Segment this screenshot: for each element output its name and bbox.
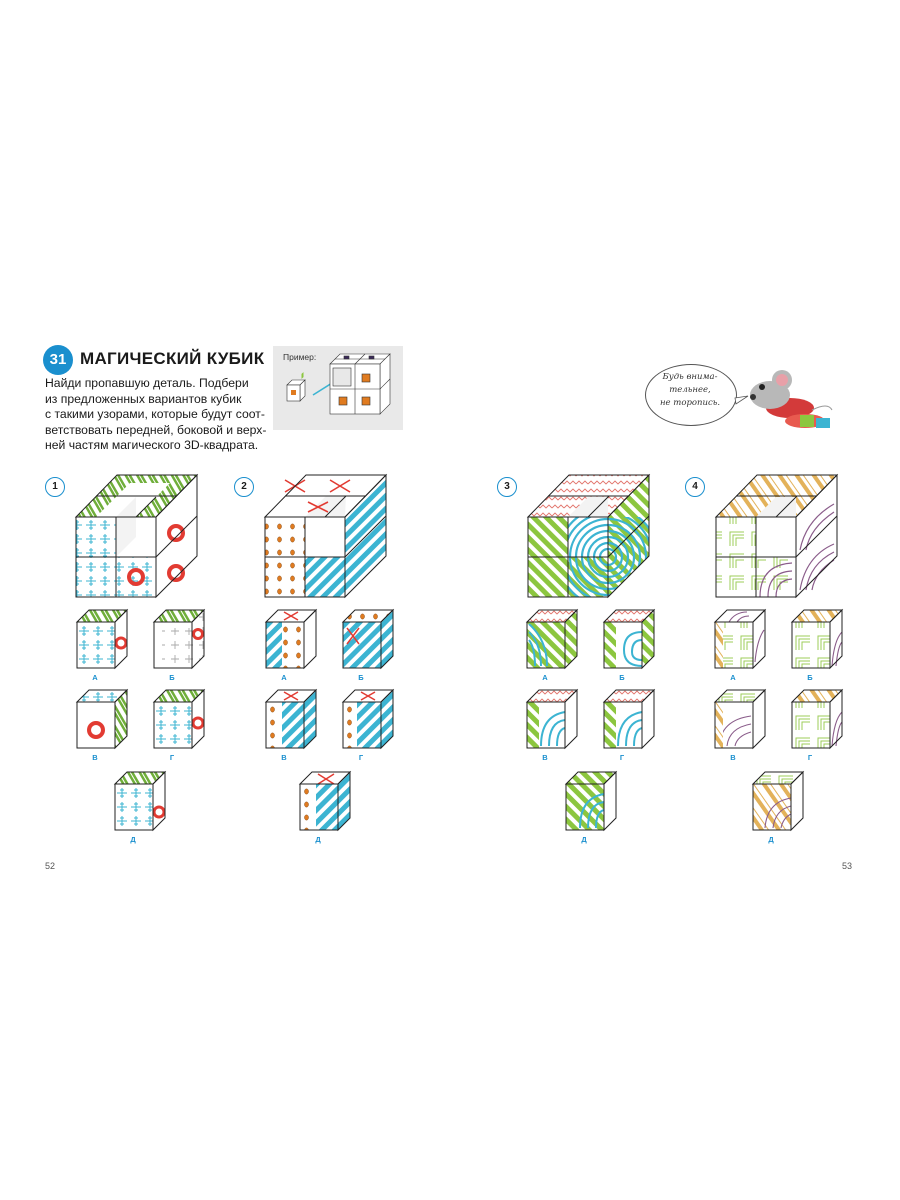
mouse-illustration bbox=[734, 370, 833, 428]
speech-line: тельнее, bbox=[669, 385, 711, 395]
instruction-line: с такими узорами, которые будут соот- bbox=[45, 407, 265, 421]
puzzle-2-main-cube bbox=[263, 473, 388, 599]
option-label: Б bbox=[169, 673, 175, 682]
example-label: Пример: bbox=[283, 352, 317, 362]
puzzle-3-options bbox=[526, 609, 655, 831]
option-label: А bbox=[542, 673, 548, 682]
instruction-line: ней частям магического 3D-квадрата. bbox=[45, 438, 259, 452]
task-number-badge: 31 bbox=[43, 345, 73, 375]
option-label: А bbox=[281, 673, 287, 682]
task-title: МАГИЧЕСКИЙ КУБИК bbox=[80, 349, 265, 368]
option-label: Д bbox=[581, 835, 587, 844]
instruction-line: ветствовать передней, боковой и верх- bbox=[45, 422, 267, 437]
example-illustration bbox=[286, 353, 391, 415]
instruction-line: Найди пропавшую деталь. Подбери bbox=[45, 376, 249, 390]
option-label: В bbox=[542, 753, 548, 762]
page-number-left: 52 bbox=[45, 861, 56, 871]
speech-bubble bbox=[645, 364, 737, 426]
option-label: Г bbox=[169, 753, 175, 762]
puzzle-4-options bbox=[714, 609, 843, 831]
option-label: В bbox=[730, 753, 736, 762]
option-label: Г bbox=[358, 753, 364, 762]
instruction-line: из предложенных вариантов кубик bbox=[45, 391, 242, 406]
option-label: Б bbox=[619, 673, 625, 682]
puzzle-4-main-cube bbox=[714, 473, 839, 599]
option-label: Г bbox=[619, 753, 625, 762]
option-label: Д bbox=[768, 835, 774, 844]
speech-line: не торопись. bbox=[659, 398, 721, 408]
puzzle-number: 3 bbox=[497, 477, 517, 497]
option-label: Б bbox=[807, 673, 813, 682]
puzzle-number: 4 bbox=[685, 477, 705, 497]
option-label: В bbox=[281, 753, 287, 762]
puzzle-2-options bbox=[265, 609, 394, 831]
option-label: В bbox=[92, 753, 98, 762]
speech-line: Будь внима- bbox=[662, 372, 718, 382]
instruction-text: Найди пропавшую деталь. Подбери из предл… bbox=[45, 376, 267, 454]
puzzle-1-main-cube bbox=[74, 473, 199, 599]
option-label: Г bbox=[807, 753, 813, 762]
option-label: Д bbox=[130, 835, 136, 844]
option-label: А bbox=[92, 673, 98, 682]
option-label: Б bbox=[358, 673, 364, 682]
option-label: Д bbox=[315, 835, 321, 844]
puzzle-3-main-cube bbox=[526, 473, 651, 599]
puzzle-1-options bbox=[76, 609, 205, 831]
puzzle-number: 1 bbox=[45, 477, 65, 497]
option-label: А bbox=[730, 673, 736, 682]
page-number-right: 53 bbox=[842, 861, 853, 871]
puzzle-number: 2 bbox=[234, 477, 254, 497]
